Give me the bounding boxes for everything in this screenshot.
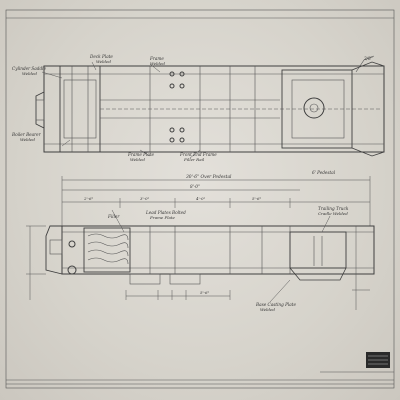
note-frame: Frame [149,56,164,61]
note-boiler-bearer: Boiler Bearer [11,132,42,137]
note-front-end-frame-sub: Filler Rail [183,157,205,162]
note-base-casting: Base Casting Plate [255,302,296,307]
dim-d4: 5'-6" [252,196,262,201]
note-lead-plates: Lead Plates Bolted [145,210,186,215]
dim-overall: 30'-6" Over Pedestal [186,175,232,180]
note-frame-plate: Frame Plate [127,152,155,157]
center-bore [303,97,325,119]
cylinder-saddle [59,65,101,153]
note-boiler-bearer-sub: Welded [20,137,35,142]
note-trailing-truck-sub: Cradle Welded [318,211,348,216]
rivet-hole [169,71,175,77]
dim-d5: 5'-6" [200,290,210,295]
note-right-top: 3/8" [364,56,373,61]
trailing-truck-cradle [289,231,347,269]
side-view: 30'-6" Over Pedestal 8'-0" 6' Pedestal 2… [26,170,375,312]
dim-d1: 2'-6" [83,196,94,201]
note-deck-plate-sub: Welded [96,59,111,64]
note-trailing-truck: Trailing Truck [318,206,349,211]
note-cylinder-saddle-sub: Welded [22,71,37,76]
dim-d2: 3'-0" [140,196,150,201]
note-cylinder-saddle: Cylinder Saddle [12,66,47,71]
note-lead-plates-sub: Frame Plate [149,215,175,220]
top-view: Cylinder Saddle Welded Deck Plate Welded… [11,54,385,162]
note-deck-plate: Deck Plate [89,54,113,59]
rear-casting [281,69,353,149]
note-front-end-frame: Front End Frame [179,152,217,157]
note-filler: Filler [107,214,120,219]
cylinder-block-side [83,227,131,273]
outer-border [5,9,395,389]
dim-overall-2: 8'-0" [190,184,200,189]
bolt-icon [67,265,77,275]
note-right-dim: 6' Pedestal [312,170,336,175]
title-block [320,352,394,373]
note-base-casting-sub: Welded [260,307,275,312]
note-frame-plate-sub: Welded [130,157,145,162]
side-frame-outline [61,225,375,275]
note-frame-sub: Welded [150,61,165,66]
dim-d3: 4'-0" [195,196,206,201]
